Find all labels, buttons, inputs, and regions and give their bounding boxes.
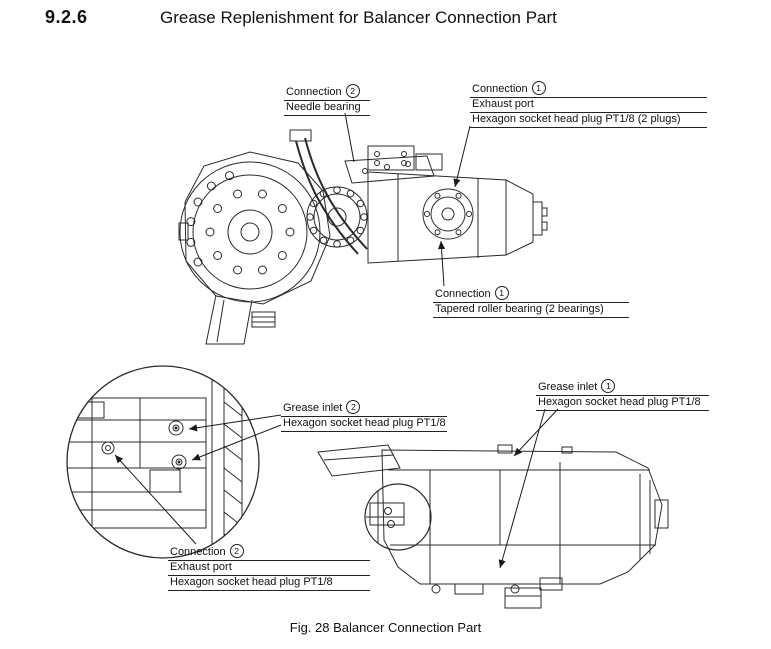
section-title: Grease Replenishment for Balancer Connec… bbox=[160, 8, 557, 27]
exhaust-port-bolt bbox=[101, 441, 115, 455]
leader-lines bbox=[114, 112, 559, 569]
side-view-drawing bbox=[317, 444, 669, 609]
leader-grease-inlet-1b bbox=[498, 408, 546, 569]
circled-number: 1 bbox=[531, 81, 546, 95]
circled-number: 2 bbox=[229, 544, 244, 558]
callout-line: Tapered roller bearing (2 bearings) bbox=[433, 303, 629, 318]
circled-number: 2 bbox=[346, 400, 361, 414]
grease-inlet-1-fitting bbox=[497, 444, 513, 454]
circled-number: 1 bbox=[601, 379, 616, 393]
callout-line: Hexagon socket head plug PT1/8 (2 plugs) bbox=[470, 113, 707, 128]
leader-grease-inlet-2a bbox=[188, 414, 282, 432]
circled-number: 2 bbox=[345, 84, 360, 98]
circled-number: 1 bbox=[494, 286, 509, 300]
leader-needle-bearing bbox=[344, 112, 355, 163]
bolt-hole-ring bbox=[186, 171, 295, 275]
callout-line: Exhaust port bbox=[470, 98, 707, 113]
callout-line: Exhaust port bbox=[168, 561, 370, 576]
balancer-cylinder bbox=[367, 171, 548, 264]
leader-connection1-bearing bbox=[437, 240, 446, 287]
callout-title: Grease inlet bbox=[283, 402, 343, 414]
grease-fitting-lower bbox=[171, 454, 187, 470]
callout-title: Connection bbox=[435, 288, 491, 300]
top-view-drawing bbox=[178, 129, 548, 345]
callout-title: Connection bbox=[472, 83, 528, 95]
grease-fitting-upper bbox=[168, 420, 184, 436]
leader-connection2-bottom bbox=[114, 454, 197, 545]
detail-view-drawing bbox=[66, 365, 260, 559]
callout-line: Needle bearing bbox=[284, 101, 370, 116]
leader-grease-inlet-1a bbox=[513, 408, 559, 457]
connection-flange bbox=[422, 188, 474, 240]
grease-hose bbox=[295, 137, 368, 255]
leader-connection1-top bbox=[453, 125, 471, 188]
callout-line: Hexagon socket head plug PT1/8 bbox=[281, 417, 447, 432]
callout-title: Connection bbox=[170, 546, 226, 558]
callout-line: Hexagon socket head plug PT1/8 bbox=[168, 576, 370, 591]
callout-title: Grease inlet bbox=[538, 381, 598, 393]
section-number: 9.2.6 bbox=[45, 7, 88, 27]
callout-line: Hexagon socket head plug PT1/8 bbox=[536, 396, 709, 411]
leader-grease-inlet-2b bbox=[191, 424, 282, 461]
detail-reference-circle bbox=[364, 483, 432, 551]
callout-title: Connection bbox=[286, 86, 342, 98]
figure-caption: Fig. 28 Balancer Connection Part bbox=[289, 620, 482, 635]
